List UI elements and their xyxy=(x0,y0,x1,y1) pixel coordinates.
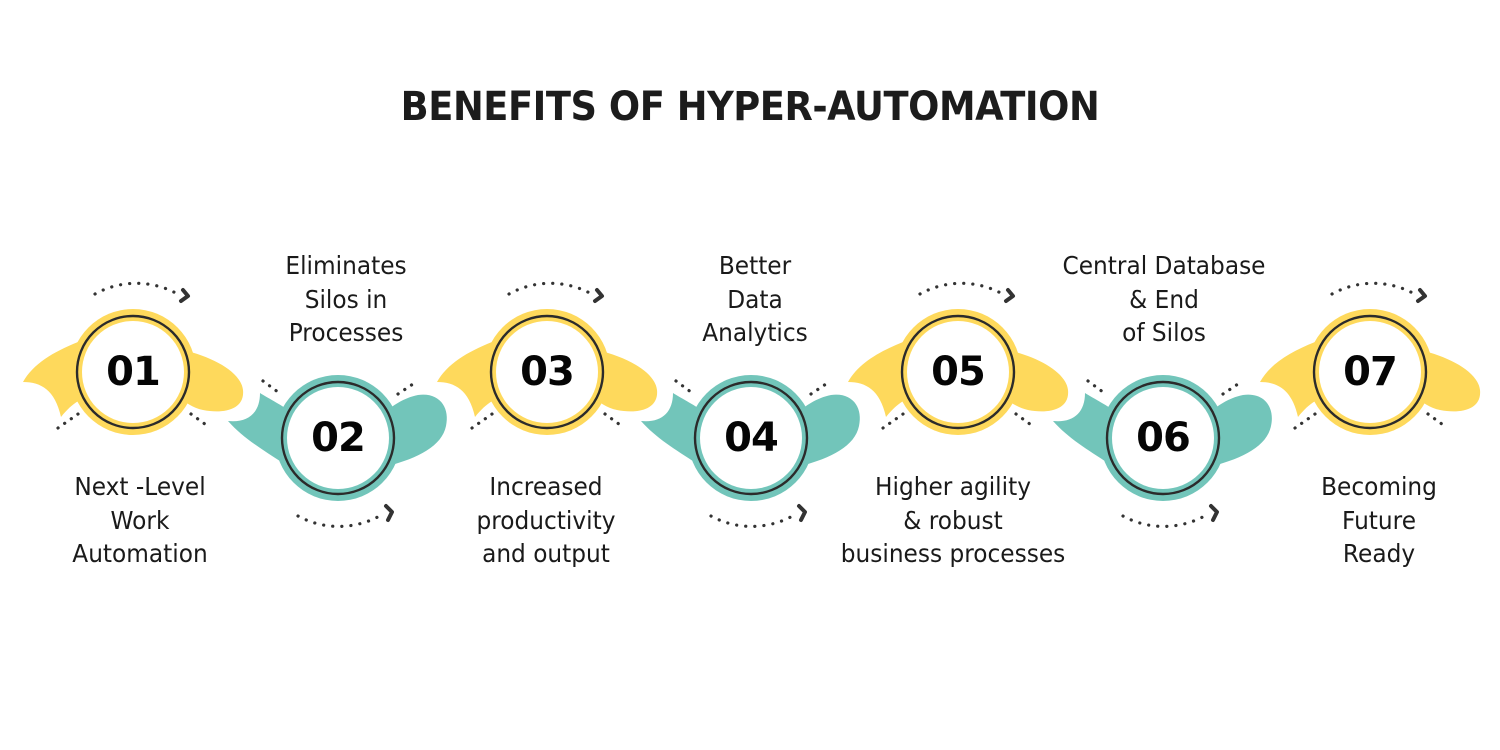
step-06-label: Central Database & End of Silos xyxy=(1062,251,1266,347)
step-01-node xyxy=(23,281,244,435)
step-07-node xyxy=(1260,281,1481,435)
step-05-label: Higher agility & robust business process… xyxy=(840,472,1066,568)
dotted-arc-top-icon xyxy=(1330,281,1427,303)
step-01-label: Next -Level Work Automation xyxy=(72,472,208,568)
step-01-number: 01 xyxy=(106,349,161,395)
page-title: BENEFITS OF HYPER-AUTOMATION xyxy=(400,84,1100,130)
step-04-number: 04 xyxy=(724,415,779,461)
dotted-arc-bottom-icon xyxy=(709,504,807,528)
step-02-node xyxy=(228,375,447,528)
step-07-number: 07 xyxy=(1343,349,1398,395)
step-04-node xyxy=(641,375,860,528)
step-02-label: Eliminates Silos in Processes xyxy=(285,251,407,347)
step-06-number: 06 xyxy=(1136,415,1191,461)
step-05-number: 05 xyxy=(931,349,986,395)
step-04-label: Better Data Analytics xyxy=(702,251,808,347)
dotted-arc-bottom-icon xyxy=(1121,504,1219,528)
step-03-label: Increased productivity and output xyxy=(476,472,616,568)
step-02-number: 02 xyxy=(311,415,366,461)
step-07-label: Becoming Future Ready xyxy=(1321,472,1437,568)
step-03-number: 03 xyxy=(520,349,575,395)
dotted-arc-top-icon xyxy=(93,281,190,303)
step-06-node xyxy=(1053,375,1272,528)
step-03-node xyxy=(437,281,658,435)
dotted-arc-top-icon xyxy=(918,281,1015,303)
dotted-arc-right-icon xyxy=(189,412,211,429)
step-05-node xyxy=(848,281,1069,435)
dotted-arc-top-icon xyxy=(507,281,604,303)
dotted-arc-bottom-icon xyxy=(296,504,394,528)
